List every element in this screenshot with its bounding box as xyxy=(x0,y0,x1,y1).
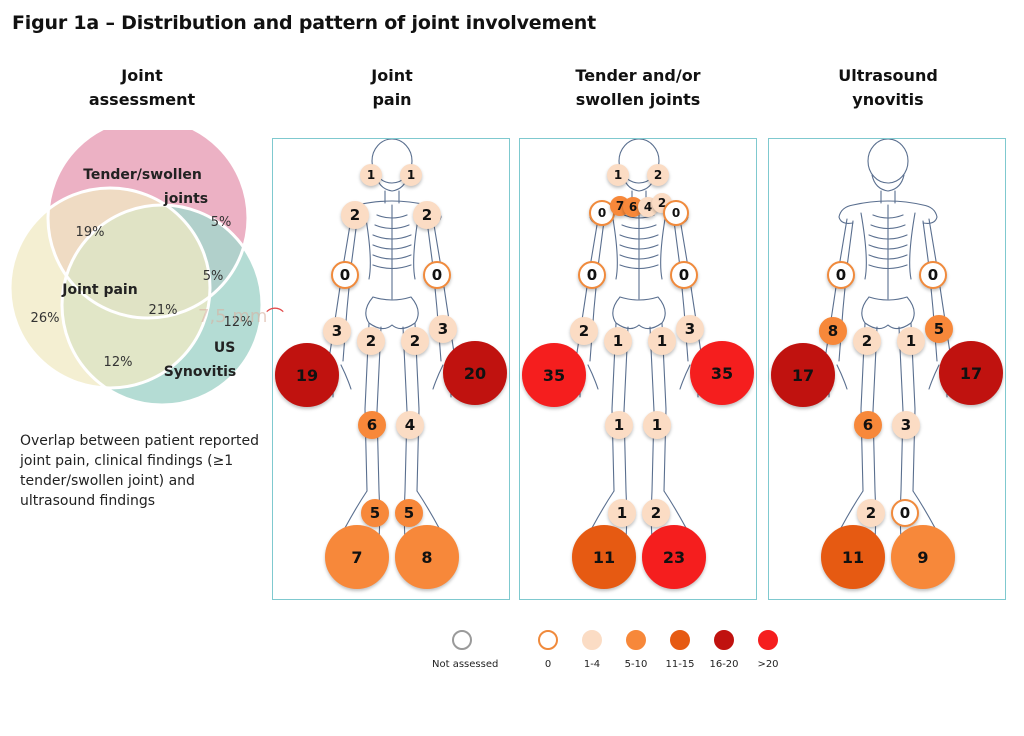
joint-marker-shoulder-left: 2 xyxy=(413,201,441,229)
joint-marker-wrist-right: 3 xyxy=(323,317,351,345)
joint-marker-hand-left: 20 xyxy=(443,341,507,405)
joint-marker-hip-left: 1 xyxy=(897,327,925,355)
joint-marker-wrist-left: 3 xyxy=(429,315,457,343)
joint-marker-sternal-5: 0 xyxy=(663,200,689,226)
legend-swatch xyxy=(582,630,602,650)
joint-marker-ankle-right: 2 xyxy=(857,499,885,527)
venn-label-us-line2: Synovitis xyxy=(164,364,237,380)
joint-marker-elbow-left: 0 xyxy=(919,261,947,289)
figure-title: Figur 1a – Distribution and pattern of j… xyxy=(12,12,596,34)
joint-marker-ankle-left: 0 xyxy=(891,499,919,527)
venn-label-tender-line2: joints xyxy=(163,191,208,207)
joint-marker-hand-left: 35 xyxy=(690,341,754,405)
venn-label-pain: Joint pain xyxy=(61,282,137,298)
joint-marker-shoulder-right: 2 xyxy=(341,201,369,229)
joint-marker-knee-left: 1 xyxy=(643,411,671,439)
venn-pct-us-only: 12% xyxy=(224,315,253,330)
joint-marker-hip-left: 2 xyxy=(401,327,429,355)
legend-label: 1-4 xyxy=(583,659,601,670)
joint-marker-foot-right: 7 xyxy=(325,525,389,589)
joint-marker-hip-right: 2 xyxy=(357,327,385,355)
venn-pct-tender-us: 5% xyxy=(203,269,224,284)
column-header-tender: Tender and/or swollen joints xyxy=(575,66,701,109)
joint-marker-elbow-left: 0 xyxy=(423,261,451,289)
legend: Not assessed 0 1-4 5-10 11-15 16-20 >20 xyxy=(420,626,800,676)
joint-marker-wrist-right: 2 xyxy=(570,317,598,345)
legend-item: 5-10 xyxy=(606,626,666,670)
legend-item: >20 xyxy=(738,626,798,670)
joint-marker-knee-right: 6 xyxy=(854,411,882,439)
legend-swatch xyxy=(538,630,558,650)
joint-marker-foot-right: 11 xyxy=(572,525,636,589)
column-header-assessment: Joint assessment xyxy=(88,66,196,109)
joint-marker-ankle-right: 5 xyxy=(361,499,389,527)
joint-marker-knee-right: 6 xyxy=(358,411,386,439)
joint-marker-elbow-right: 0 xyxy=(827,261,855,289)
joint-marker-wrist-left: 5 xyxy=(925,315,953,343)
legend-swatch xyxy=(452,630,472,650)
legend-swatch xyxy=(714,630,734,650)
legend-item: 0 xyxy=(518,626,578,670)
joint-marker-elbow-right: 0 xyxy=(578,261,606,289)
venn-overlay-text: 7,5 mm xyxy=(198,306,267,327)
venn-pct-pain-us: 12% xyxy=(104,355,133,370)
joint-marker-hip-left: 1 xyxy=(648,327,676,355)
joint-marker-foot-left: 8 xyxy=(395,525,459,589)
legend-swatch xyxy=(626,630,646,650)
column-header-us: Ultrasound ynovitis xyxy=(838,66,938,109)
venn-label-us-line1: US xyxy=(214,340,235,356)
legend-swatch xyxy=(758,630,778,650)
joint-marker-jaw-left: 1 xyxy=(400,164,422,186)
joint-marker-knee-right: 1 xyxy=(605,411,633,439)
venn-diagram: Tender/swollen joints Joint pain US Syno… xyxy=(8,130,267,407)
joint-marker-foot-left: 9 xyxy=(891,525,955,589)
joint-marker-ankle-right: 1 xyxy=(608,499,636,527)
joint-marker-ankle-left: 5 xyxy=(395,499,423,527)
joint-marker-jaw-right: 1 xyxy=(607,164,629,186)
legend-item: 1-4 xyxy=(562,626,622,670)
venn-label-tender: Tender/swollen joints xyxy=(83,167,208,207)
joint-marker-hand-right: 17 xyxy=(771,343,835,407)
joint-marker-hip-right: 1 xyxy=(604,327,632,355)
legend-label: 16-20 xyxy=(709,659,739,670)
joint-marker-knee-left: 4 xyxy=(396,411,424,439)
venn-pct-pain-tender: 19% xyxy=(76,225,105,240)
legend-item: 16-20 xyxy=(694,626,754,670)
column-header-pain: Joint pain xyxy=(371,66,413,109)
legend-label: 5-10 xyxy=(624,659,648,670)
legend-item: Not assessed xyxy=(432,626,499,670)
joint-marker-jaw-left: 2 xyxy=(647,164,669,186)
venn-pct-pain-only: 26% xyxy=(31,311,60,326)
joint-marker-foot-right: 11 xyxy=(821,525,885,589)
stray-mark: ⌒ xyxy=(266,307,284,328)
joint-marker-hand-right: 35 xyxy=(522,343,586,407)
venn-caption: Overlap between patient reported joint p… xyxy=(20,433,259,509)
joint-marker-elbow-left: 0 xyxy=(670,261,698,289)
legend-label: Not assessed xyxy=(432,659,499,670)
venn-pct-all: 21% xyxy=(149,303,178,318)
legend-label: 11-15 xyxy=(665,659,695,670)
joint-marker-wrist-left: 3 xyxy=(676,315,704,343)
joint-marker-wrist-right: 8 xyxy=(819,317,847,345)
joint-marker-hand-right: 19 xyxy=(275,343,339,407)
legend-swatch xyxy=(670,630,690,650)
joint-marker-foot-left: 23 xyxy=(642,525,706,589)
joint-marker-elbow-right: 0 xyxy=(331,261,359,289)
legend-label: >20 xyxy=(757,659,779,670)
joint-marker-jaw-right: 1 xyxy=(360,164,382,186)
venn-circle-pain xyxy=(8,186,212,390)
joint-marker-ankle-left: 2 xyxy=(642,499,670,527)
joint-marker-hip-right: 2 xyxy=(853,327,881,355)
legend-label: 0 xyxy=(544,659,552,670)
venn-pct-tender-only: 5% xyxy=(211,215,232,230)
venn-label-tender-line1: Tender/swollen xyxy=(83,167,202,183)
venn-label-us: US Synovitis xyxy=(164,340,240,380)
joint-marker-hand-left: 17 xyxy=(939,341,1003,405)
legend-item: 11-15 xyxy=(650,626,710,670)
joint-marker-knee-left: 3 xyxy=(892,411,920,439)
